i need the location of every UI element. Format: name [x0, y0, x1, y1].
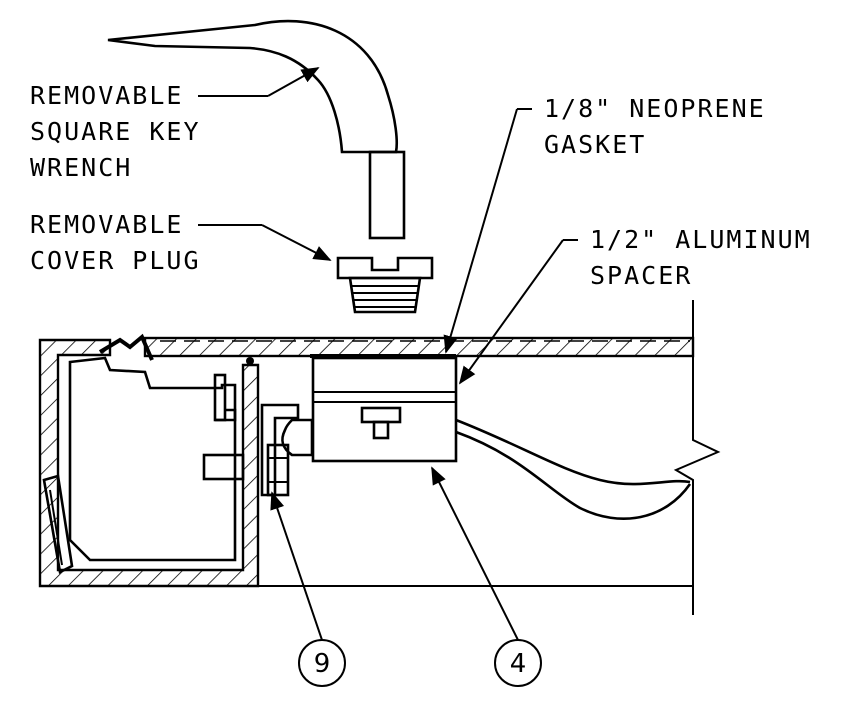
spacer-callout: 1/2" ALUMINUM SPACER [590, 225, 812, 290]
gasket-label-line-1: 1/8" NEOPRENE [544, 94, 766, 123]
item-number-4: 4 [510, 649, 527, 679]
spacer-block [311, 356, 458, 463]
item-bubble-9: 9 [298, 639, 346, 687]
cover-plate [143, 336, 695, 358]
leaders [198, 67, 578, 641]
cover-plug [336, 256, 434, 314]
break-line [673, 300, 721, 615]
spacer-label-line-1: 1/2" ALUMINUM [590, 225, 812, 254]
cable [455, 418, 692, 520]
spacer-label-line-2: SPACER [590, 261, 692, 290]
gasket-label-line-2: GASKET [544, 130, 646, 159]
gasket-callout: 1/8" NEOPRENE GASKET [544, 94, 766, 159]
plug-label-line-1: REMOVABLE [30, 210, 183, 239]
wrench-label-line-3: WRENCH [30, 153, 132, 182]
plug-callout: REMOVABLE COVER PLUG [30, 210, 201, 275]
item-bubble-4: 4 [494, 639, 542, 687]
wrench-label-line-2: SQUARE KEY [30, 117, 201, 146]
item-number-9: 9 [314, 649, 331, 679]
plug-label-line-2: COVER PLUG [30, 246, 201, 275]
wrench-callout: REMOVABLE SQUARE KEY WRENCH [30, 81, 201, 182]
wrench-label-line-1: REMOVABLE [30, 81, 183, 110]
frame-channel [38, 333, 693, 588]
square-key-wrench [107, 19, 406, 240]
